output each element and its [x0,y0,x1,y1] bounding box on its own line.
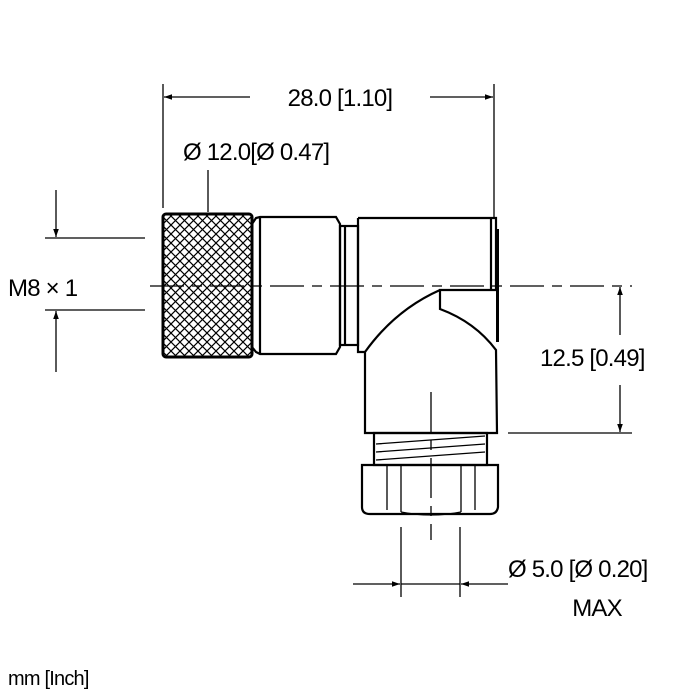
knurl-diameter-dimension: Ø 12.0[Ø 0.47] [183,139,330,212]
cable-diameter-note: MAX [572,595,622,622]
height-label: 12.5 [0.49] [540,345,645,372]
thread-dimension: M8 × 1 [8,190,145,372]
connector-body [251,215,500,516]
cable-diameter-dimension: Ø 5.0 [Ø 0.20] MAX [353,527,648,622]
knurled-coupling-nut [161,212,254,359]
units-note: mm [Inch] [8,668,89,690]
thread-label: M8 × 1 [8,275,78,302]
overall-length-dimension: 28.0 [1.10] [162,84,495,218]
overall-length-label: 28.0 [1.10] [288,85,393,112]
knurl-diameter-label: Ø 12.0[Ø 0.47] [183,139,329,166]
height-dimension: 12.5 [0.49] [508,287,645,434]
cable-diameter-label: Ø 5.0 [Ø 0.20] [508,556,648,583]
